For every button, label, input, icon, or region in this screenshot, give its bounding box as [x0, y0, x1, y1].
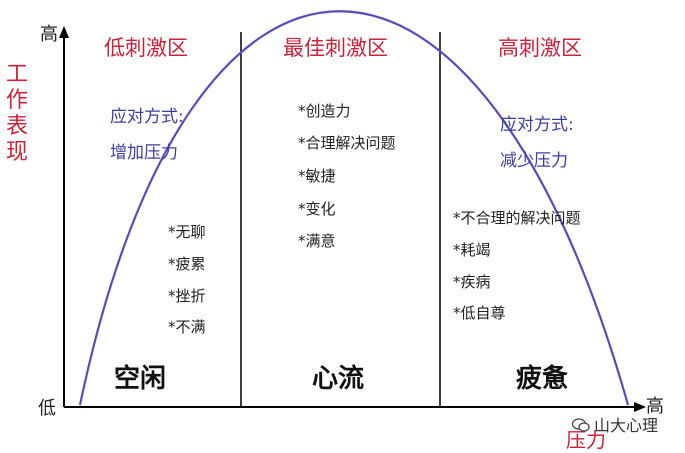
x-axis-high-label: 高	[646, 396, 664, 417]
y-axis-high-label: 高	[40, 24, 58, 45]
zone-high-strategy: 减少压力	[500, 151, 568, 171]
y-axis-low-label: 低	[38, 398, 56, 419]
watermark-text: 山大心理	[594, 416, 659, 435]
performance-curve	[78, 10, 630, 406]
x-axis-title: 压力	[566, 428, 606, 452]
zone-low-item: *不满	[168, 318, 206, 336]
zone-low-state: 空闲	[114, 364, 167, 394]
zone-low-item: *疲累	[168, 255, 206, 273]
zone-optimal-title: 最佳刺激区	[283, 36, 388, 60]
zone-low-item: *无聊	[168, 223, 206, 241]
y-axis-arrow	[59, 26, 69, 38]
zone-low-strategy-label: 应对方式:	[110, 107, 184, 127]
zone-high-strategy-label: 应对方式:	[500, 115, 574, 135]
zone-optimal-item: *合理解决问题	[298, 134, 396, 152]
watermark: 山大心理	[571, 412, 659, 436]
y-axis-title: 工作表现	[6, 62, 29, 165]
zone-optimal-item: *创造力	[298, 102, 351, 120]
zone-high-item: *低自尊	[453, 304, 506, 322]
zone-high-item: *疾病	[453, 273, 491, 291]
zone-high-item: *耗竭	[453, 241, 491, 259]
zone-high-item: *不合理的解决问题	[453, 209, 581, 227]
zone-low-strategy: 增加压力	[110, 143, 178, 163]
x-axis-arrow	[634, 402, 646, 412]
wechat-icon	[571, 417, 590, 432]
zone-high-state: 疲惫	[516, 364, 569, 394]
zone-optimal-state: 心流	[312, 364, 365, 394]
zone-low-title: 低刺激区	[104, 36, 188, 60]
zone-low-item: *挫折	[168, 287, 206, 305]
zone-high-title: 高刺激区	[498, 36, 582, 60]
zone-optimal-item: *满意	[298, 232, 336, 250]
zone-optimal-item: *变化	[298, 200, 336, 218]
zone-optimal-item: *敏捷	[298, 167, 336, 185]
